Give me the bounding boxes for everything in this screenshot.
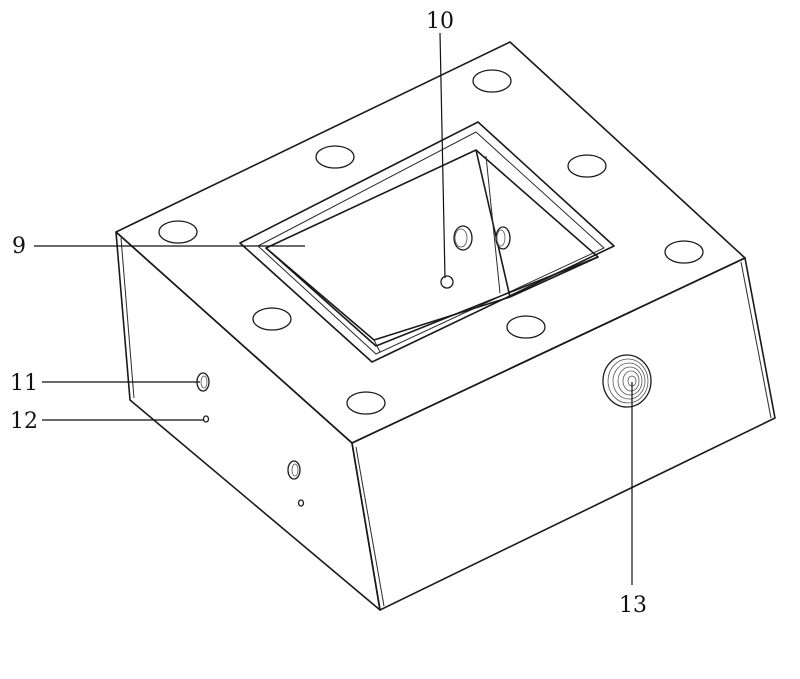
front-edge-highlight — [355, 446, 385, 607]
block-right-face — [351, 257, 776, 611]
label-12: 12 — [10, 409, 38, 434]
top-bolt-hole-6 — [252, 307, 292, 331]
cavity-floor-edge — [509, 256, 599, 298]
top-bolt-hole-8 — [346, 391, 386, 415]
block-top-face — [115, 41, 746, 444]
leader-10 — [439, 32, 446, 279]
cavity-inner-edge — [373, 339, 381, 353]
top-bolt-hole-2 — [315, 145, 355, 169]
side-port-small — [202, 415, 210, 423]
cavity-hole-1 — [453, 225, 473, 251]
label-13: 13 — [619, 593, 647, 618]
cavity-small-hole — [440, 275, 454, 289]
pocket-outer-rim — [239, 121, 615, 363]
top-bolt-hole-7 — [506, 315, 546, 339]
top-bolt-hole-1 — [472, 69, 512, 93]
threaded-port — [602, 354, 652, 408]
left-edge-highlight — [120, 237, 135, 399]
pocket-cavity-opening — [265, 149, 599, 347]
block-left-face — [115, 231, 381, 611]
top-bolt-hole-4 — [158, 220, 198, 244]
label-10: 10 — [426, 9, 454, 34]
top-bolt-hole-3 — [567, 154, 607, 178]
right-edge-highlight — [740, 261, 772, 419]
cavity-hole-1-inner — [454, 228, 468, 248]
label-11: 11 — [10, 371, 38, 396]
cavity-hole-2 — [495, 226, 511, 250]
side-port-lower-small — [297, 499, 305, 507]
label-9: 9 — [12, 234, 26, 259]
side-port-upper-inner — [200, 375, 208, 389]
pocket-ledge — [257, 131, 605, 355]
cavity-hole-2-inner — [496, 229, 506, 247]
cavity-back-wall-left — [265, 247, 511, 341]
side-port-lower-inner — [291, 463, 299, 477]
cavity-corner-edge-2 — [485, 155, 501, 294]
top-bolt-hole-5 — [664, 240, 704, 264]
